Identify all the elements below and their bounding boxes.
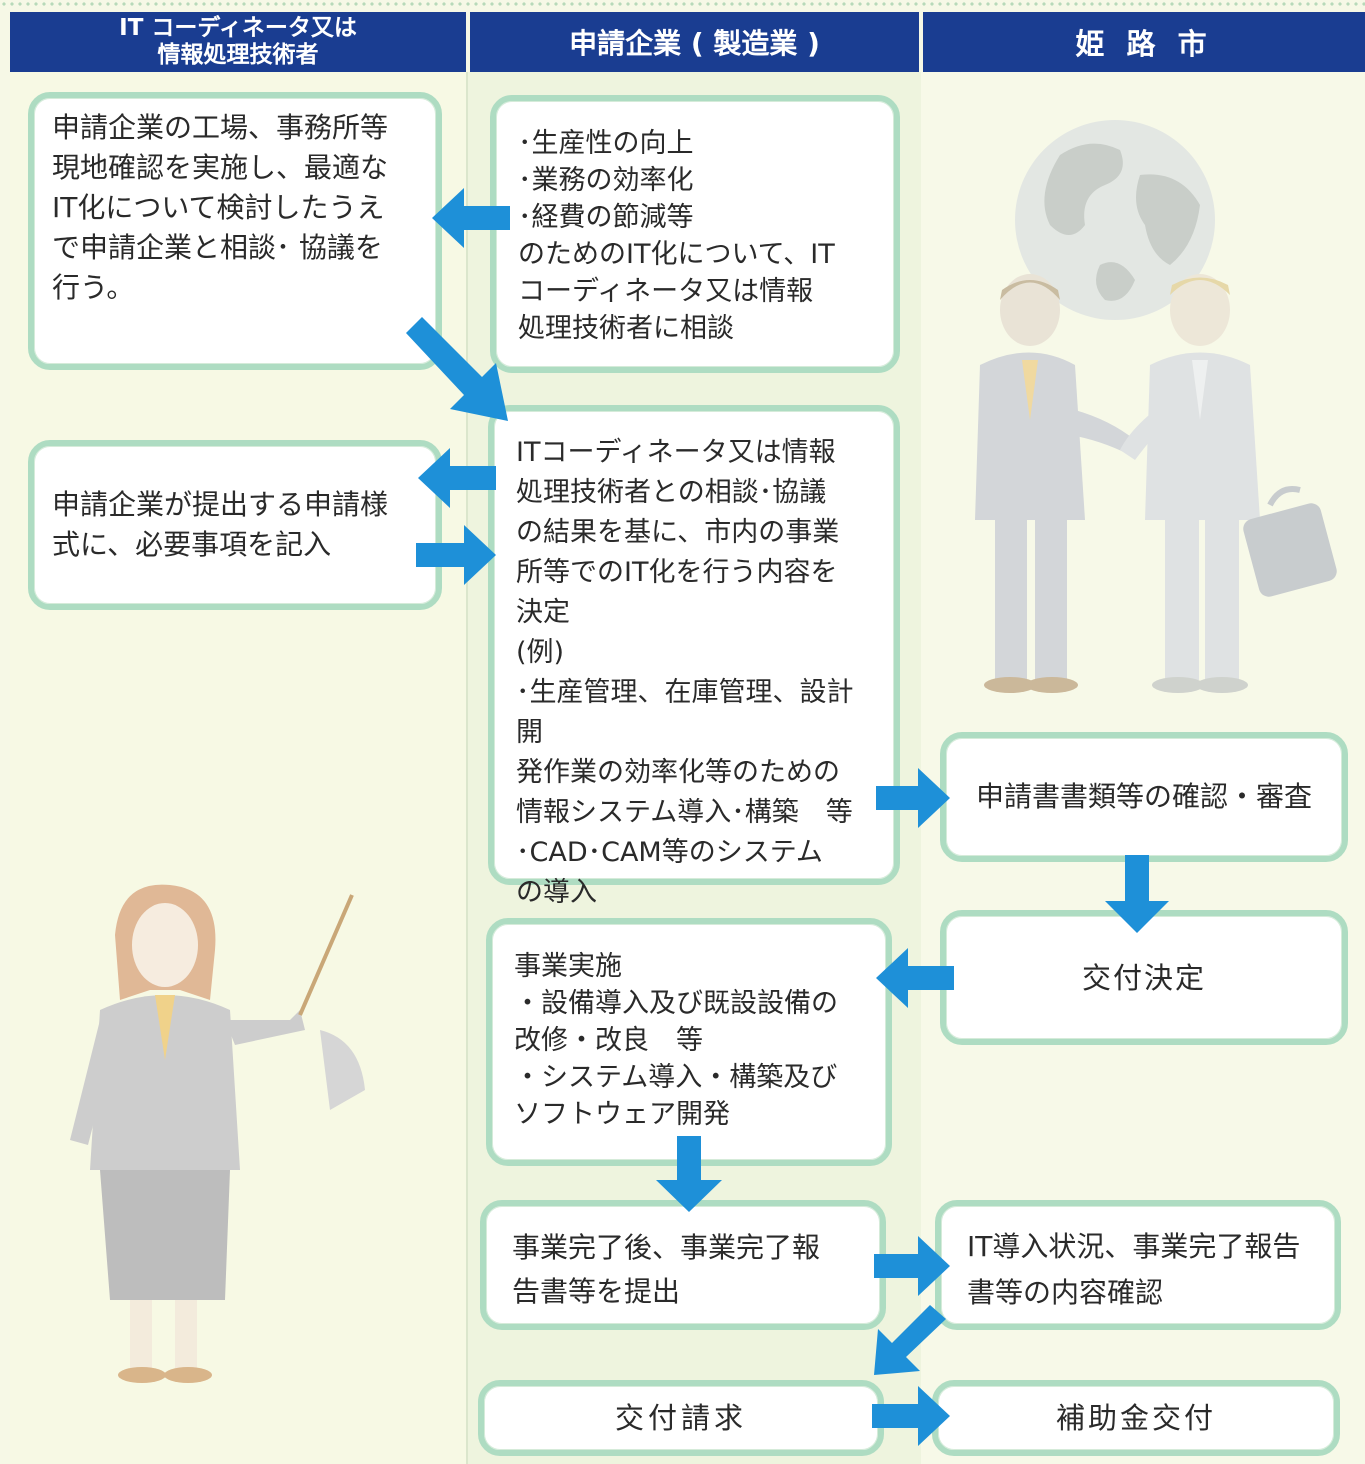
arrow-icon <box>406 317 508 421</box>
arrow-icon <box>418 448 496 508</box>
header-himeji-city: 姫 路 市 <box>921 12 1365 72</box>
globe-icon <box>1015 120 1215 320</box>
step-implement: 事業実施 ・設備導入及び既設設備の 改修・改良 等 ・システム導入・構築及び ソ… <box>486 918 892 1166</box>
header-it-coordinator-line1: IT コーディネータ又は <box>119 15 357 41</box>
step-confirm-report: IT導入状況、事業完了報告 書等の内容確認 <box>935 1200 1341 1330</box>
handshake-icon <box>975 274 1337 693</box>
step-submit-report: 事業完了後、事業完了報 告書等を提出 <box>480 1200 886 1330</box>
step-request-grant: 交付請求 <box>478 1380 884 1456</box>
arrow-icon <box>1105 855 1169 933</box>
step-fill-application: 申請企業が提出する申請様 式に、必要事項を記入 <box>28 440 442 610</box>
arrow-icon <box>874 1305 946 1375</box>
arrow-icon <box>876 948 954 1008</box>
step-review: 申請書書類等の確認・審査 <box>940 732 1348 862</box>
header-it-coordinator-line2: 情報処理技術者 <box>157 42 319 68</box>
step-consult: ･生産性の向上 ･業務の効率化 ･経費の節減等 のためのIT化について、IT コ… <box>490 95 900 373</box>
arrow-icon <box>432 188 510 248</box>
presenter-icon <box>70 884 365 1383</box>
arrow-icon <box>656 1136 722 1212</box>
arrow-icon <box>872 1386 950 1446</box>
step-grant-payment: 補助金交付 <box>932 1380 1340 1456</box>
arrow-icon <box>416 525 496 585</box>
header-applicant: 申請企業 ( 製造業 ) <box>468 12 919 72</box>
arrow-icon <box>876 768 950 828</box>
top-dotted-border <box>0 0 1365 10</box>
step-decide-content: ITコーディネータ又は情報 処理技術者との相談･協議 の結果を基に、市内の事業 … <box>488 405 900 908</box>
arrow-icon <box>874 1236 950 1296</box>
step-onsite-check: 申請企業の工場、事務所等 現地確認を実施し、最適な IT化について検討したうえ … <box>28 92 442 370</box>
header-it-coordinator: IT コーディネータ又は 情報処理技術者 <box>10 12 466 72</box>
step-grant-decision: 交付決定 <box>940 910 1348 1045</box>
